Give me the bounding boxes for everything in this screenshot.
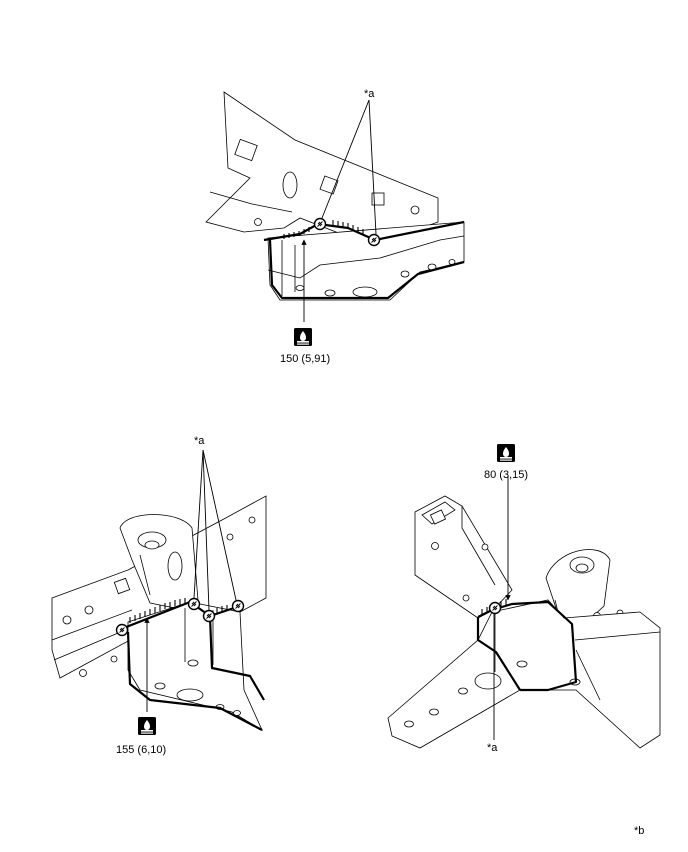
figure-3-callout: *a xyxy=(487,742,498,754)
figure-2: *a 155 (6,10) xyxy=(51,435,267,756)
torque-seal-icon xyxy=(138,717,156,735)
corner-label: *b xyxy=(634,825,644,837)
figure-1-spec: 150 (5,91) xyxy=(280,353,330,365)
figure-1-callout: *a xyxy=(364,88,375,100)
figure-3-spec: 80 (3,15) xyxy=(484,469,528,481)
figure-3: 80 (3,15) *a xyxy=(387,444,661,754)
figure-2-spec: 155 (6,10) xyxy=(116,744,166,756)
torque-seal-icon xyxy=(497,444,515,462)
figure-2-callout: *a xyxy=(194,435,205,447)
torque-seal-icon xyxy=(294,328,312,346)
figure-1: *a 150 (5,91) xyxy=(205,88,465,365)
